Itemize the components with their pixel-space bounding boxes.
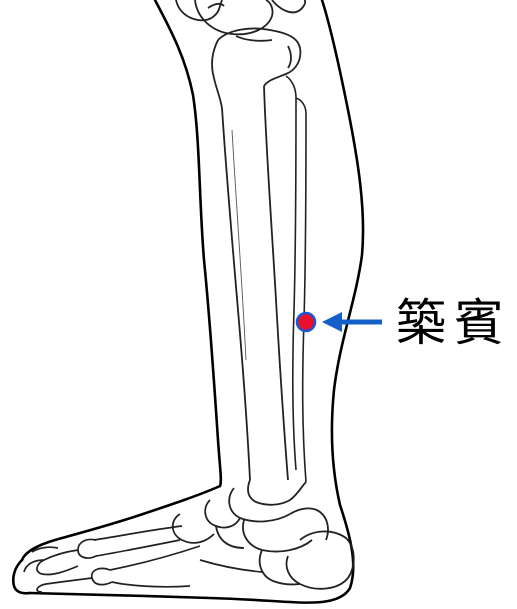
- foot-bones: [23, 525, 263, 593]
- acupoint-label: 築賓: [396, 294, 512, 352]
- ankle-bones: [171, 479, 355, 590]
- fibula: [285, 75, 307, 483]
- leg-outline: [11, 0, 365, 604]
- pointer-arrow: [322, 312, 382, 332]
- knee-bones: [175, 0, 307, 36]
- tibia-head: [211, 27, 302, 109]
- tibia-shaft: [221, 85, 289, 481]
- acupoint-marker: [295, 311, 317, 333]
